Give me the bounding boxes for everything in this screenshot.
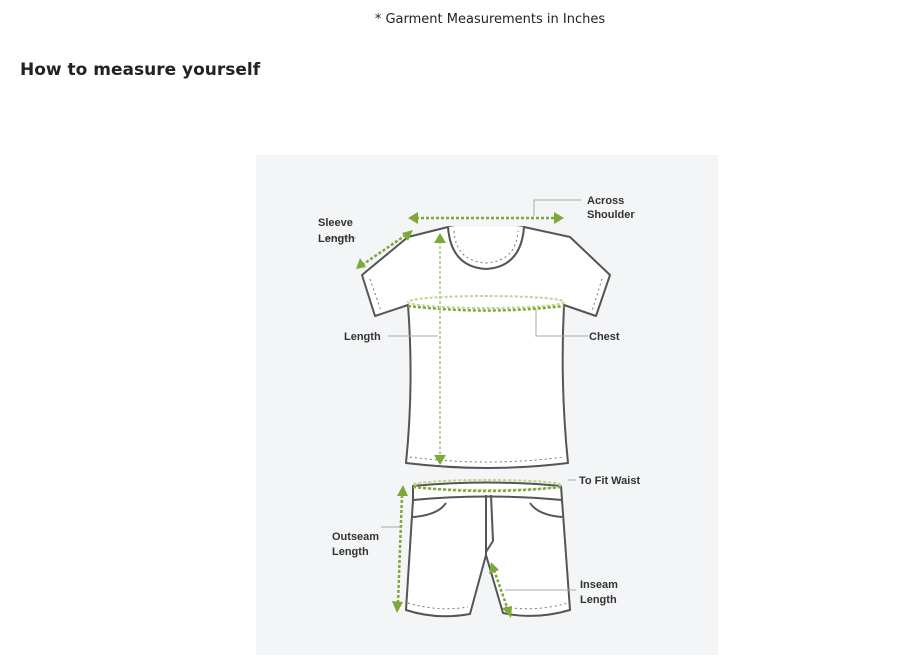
label-sleeve-2: Length (318, 233, 355, 245)
label-chest: Chest (589, 331, 620, 343)
section-heading: How to measure yourself (20, 60, 261, 80)
size-guide-figure: Sleeve Length Across Shoulder Length Che… (256, 155, 718, 655)
label-waist: To Fit Waist (579, 475, 640, 487)
label-outseam-1: Outseam (332, 531, 379, 543)
label-sleeve-1: Sleeve (318, 217, 353, 229)
garment-diagram: Sleeve Length Across Shoulder Length Che… (318, 195, 640, 618)
measurement-note: * Garment Measurements in Inches (374, 12, 606, 27)
label-inseam-1: Inseam (580, 579, 618, 591)
label-length: Length (344, 331, 381, 343)
label-inseam-2: Length (580, 594, 617, 606)
label-shoulder-2: Shoulder (587, 209, 635, 221)
label-outseam-2: Length (332, 546, 369, 558)
label-shoulder-1: Across (587, 195, 624, 207)
